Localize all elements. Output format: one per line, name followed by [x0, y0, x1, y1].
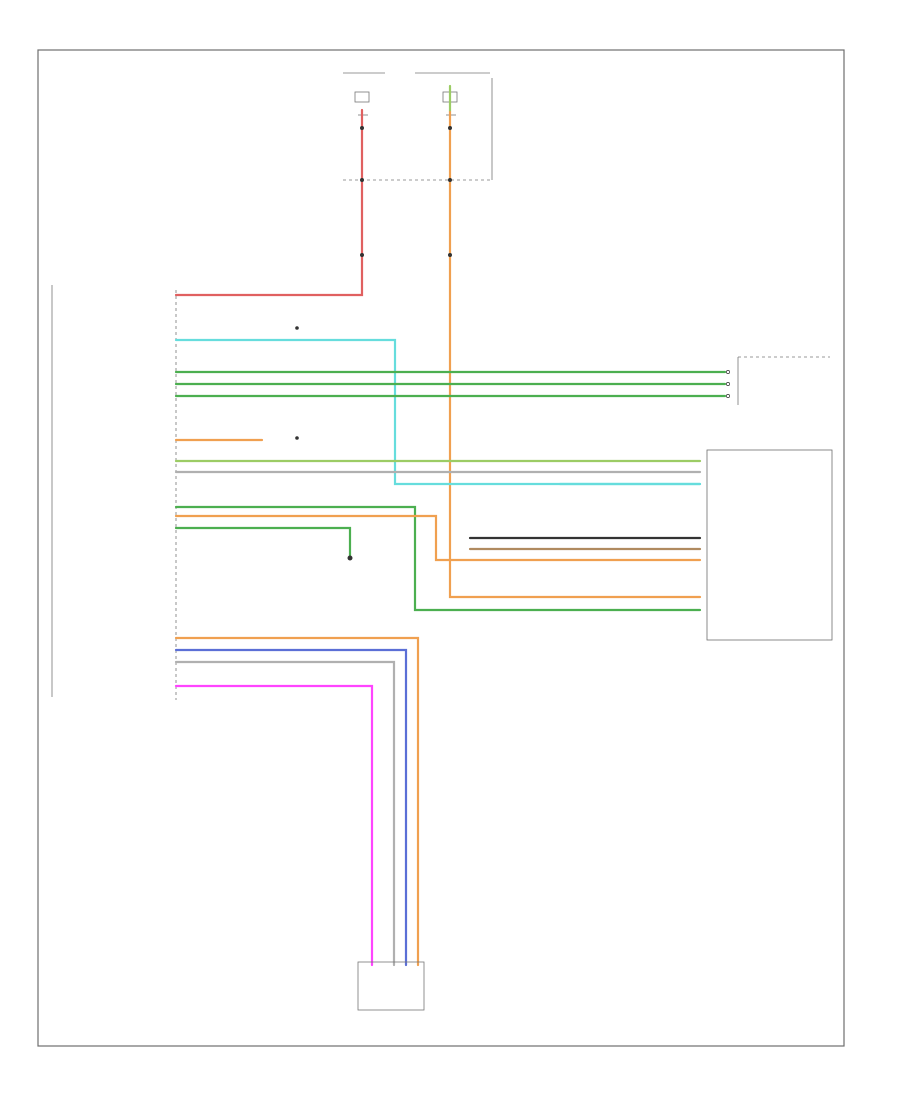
usb-port: [357, 961, 425, 1011]
wire-green-ground: [174, 526, 352, 558]
shield-marks: [295, 326, 299, 440]
diagram-border: [37, 49, 845, 1047]
wire-red-feed: [174, 108, 364, 297]
inline-connectors-top: [360, 126, 452, 257]
wire-cyan-1: [174, 338, 702, 486]
ground-symbol: [347, 555, 353, 561]
wire-usb-blue: [174, 648, 408, 967]
speaker-connector: [726, 356, 830, 405]
wire-usb-orange: [174, 636, 420, 967]
tipm-fuse-block: [343, 72, 493, 181]
right-module: [706, 449, 833, 641]
wire-usb-magenta: [174, 684, 374, 967]
wire-orange-3: [174, 514, 702, 562]
wire-orange-feed: [448, 110, 702, 599]
left-module: [51, 285, 177, 700]
wire-usb-gray: [174, 660, 396, 967]
wire-green-4: [174, 505, 702, 612]
